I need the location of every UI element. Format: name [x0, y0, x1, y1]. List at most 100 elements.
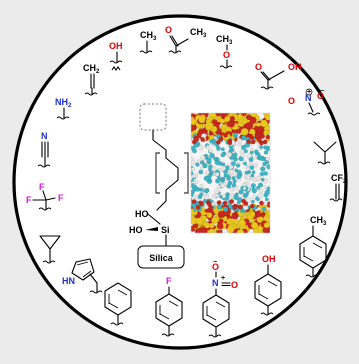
- simulation-atom: [221, 147, 225, 152]
- fluorobenzene-fluorine: F: [166, 276, 172, 286]
- simulation-atom: [259, 200, 264, 206]
- simulation-atom: [205, 122, 214, 131]
- simulation-atom: [256, 185, 261, 190]
- cyclopropyl-attach-mark: [42, 260, 56, 264]
- simulation-atom: [200, 160, 205, 165]
- outer-ring: [12, 14, 348, 350]
- simulation-atom: [229, 192, 234, 197]
- simulation-atom: [216, 184, 221, 189]
- simulation-atom: [251, 188, 257, 194]
- simulation-atom: [195, 204, 201, 210]
- amine-attach-mark: [56, 116, 70, 120]
- simulation-atom: [216, 146, 221, 151]
- simulation-atom: [231, 183, 237, 188]
- benzene-ring-double: [108, 289, 128, 309]
- simulation-atom: [251, 170, 256, 175]
- fluorobenzene-ring-double: [159, 300, 179, 320]
- simulation-atom: [233, 218, 239, 225]
- simulation-atom: [199, 187, 204, 192]
- simulation-atom: [204, 194, 209, 200]
- simulation-atom: [251, 221, 259, 229]
- simulation-atom: [191, 192, 194, 197]
- linker-chain-lower: [156, 157, 179, 211]
- simulation-atom: [224, 115, 231, 123]
- nitro-oxygen-left: O: [288, 96, 295, 106]
- ketone-oxygen: O: [165, 25, 172, 35]
- simulation-atom: [245, 114, 252, 121]
- difluoroalkene-bonds: [335, 183, 340, 200]
- simulation-atom: [238, 189, 244, 195]
- simulation-atom: [229, 169, 235, 175]
- simulation-atom: [211, 216, 219, 225]
- ketone-attach-mark: [168, 50, 182, 54]
- pyrrole-ring: [71, 258, 95, 281]
- simulation-atom: [232, 205, 238, 210]
- simulation-atom: [260, 166, 266, 172]
- toluene-ring-double: [303, 242, 323, 262]
- simulation-atom: [240, 127, 249, 136]
- toluene-attach-mark: [305, 274, 319, 278]
- simulation-atom: [265, 114, 270, 121]
- nitro-oxygen-right: O: [317, 91, 324, 101]
- simulation-atom: [224, 195, 230, 201]
- isopropyl-bonds: [313, 141, 337, 164]
- simulation-atom: [245, 121, 254, 130]
- simulation-atom: [260, 119, 268, 128]
- simulation-atom: [231, 154, 236, 159]
- simulation-atom: [259, 145, 264, 149]
- simulation-atom: [243, 161, 247, 166]
- simulation-atom: [198, 200, 204, 206]
- simulation-atom: [211, 201, 216, 207]
- simulation-atom: [250, 113, 257, 117]
- simulation-atom: [249, 210, 256, 217]
- simulation-atom: [257, 193, 264, 199]
- simulation-atom: [214, 172, 220, 177]
- simulation-atom: [235, 163, 241, 168]
- simulation-atom: [266, 164, 270, 170]
- simulation-atom: [248, 157, 254, 162]
- simulation-atom: [191, 188, 196, 193]
- simulation-atom: [263, 222, 270, 229]
- phenol-ring-double: [258, 280, 278, 300]
- simulation-atom: [223, 173, 228, 178]
- amine-label: NH2: [55, 97, 72, 109]
- simulation-atom: [216, 139, 221, 145]
- simulation-atom: [262, 139, 268, 145]
- simulation-atom: [250, 183, 256, 189]
- simulation-atom: [237, 142, 242, 147]
- simulation-atom: [220, 182, 225, 188]
- simulation-atom: [216, 222, 224, 230]
- simulation-atom: [214, 159, 220, 166]
- simulation-atom: [213, 156, 218, 161]
- simulation-atom: [231, 176, 236, 181]
- simulation-atom: [227, 138, 233, 144]
- simulation-atom: [218, 136, 224, 142]
- nitro-attach-mark: [307, 112, 321, 116]
- nitro-minus: −: [320, 88, 324, 95]
- alkene-ch2: CH2: [83, 63, 100, 75]
- simulation-atom: [215, 113, 222, 117]
- simulation-atom: [267, 203, 270, 208]
- trifluoro-bonds: [32, 190, 56, 201]
- simulation-atom: [243, 149, 248, 154]
- nitrobenzene-plus: +: [221, 275, 225, 282]
- simulation-atom: [261, 206, 267, 212]
- nitro-nitrogen: N: [305, 93, 312, 103]
- simulation-atom: [191, 183, 195, 188]
- simulation-atom: [220, 152, 226, 158]
- simulation-atom: [220, 165, 226, 171]
- nitrobenzene-no-double: [221, 282, 231, 287]
- phenol-hydroxyl: OH: [262, 254, 276, 264]
- simulation-atom: [257, 182, 264, 188]
- alkene-double-bond: [90, 73, 95, 89]
- simulation-atom: [263, 145, 268, 150]
- simulation-atom: [231, 161, 236, 167]
- simulation-atom: [260, 134, 265, 139]
- silica-label: Silica: [149, 253, 174, 263]
- simulation-atom: [216, 204, 223, 210]
- methyl-attach-mark: [139, 50, 153, 54]
- simulation-atom: [265, 160, 270, 165]
- simulation-atom: [216, 200, 222, 205]
- cyclopropyl-ring: [39, 235, 61, 250]
